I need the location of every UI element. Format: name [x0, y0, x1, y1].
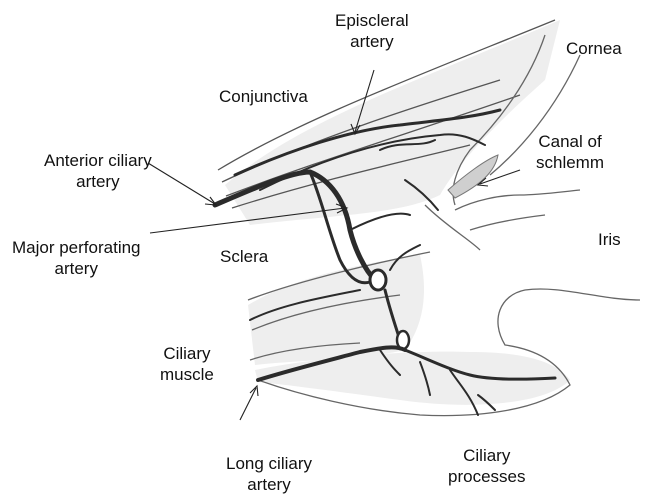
label-canal-of-schlemm-line1: Canal of [536, 131, 604, 152]
label-ciliary-muscle-line1: Ciliary [160, 343, 214, 364]
label-episcleral-artery: Episcleral artery [335, 10, 409, 52]
label-conjunctiva: Conjunctiva [219, 86, 308, 107]
label-anterior-ciliary-artery-line2: artery [44, 171, 152, 192]
label-sclera-text: Sclera [220, 246, 268, 267]
label-long-ciliary-artery-line1: Long ciliary [226, 453, 312, 474]
label-long-ciliary-artery: Long ciliary artery [226, 453, 312, 495]
label-anterior-ciliary-artery-line1: Anterior ciliary [44, 150, 152, 171]
label-long-ciliary-artery-line2: artery [226, 474, 312, 495]
label-major-perforating-artery: Major perforating artery [12, 237, 141, 279]
label-conjunctiva-text: Conjunctiva [219, 86, 308, 107]
label-sclera: Sclera [220, 246, 268, 267]
label-canal-of-schlemm-line2: schlemm [536, 152, 604, 173]
label-cornea: Cornea [566, 38, 622, 59]
label-ciliary-processes-line2: processes [448, 466, 525, 487]
label-iris: Iris [598, 229, 621, 250]
label-ciliary-muscle: Ciliary muscle [160, 343, 214, 385]
label-major-perforating-artery-line2: artery [12, 258, 141, 279]
label-iris-text: Iris [598, 229, 621, 250]
iris-outline [425, 190, 580, 250]
label-episcleral-artery-line2: artery [335, 31, 409, 52]
label-canal-of-schlemm: Canal of schlemm [536, 131, 604, 173]
label-ciliary-processes-line1: Ciliary [448, 445, 525, 466]
label-ciliary-muscle-line2: muscle [160, 364, 214, 385]
label-episcleral-artery-line1: Episcleral [335, 10, 409, 31]
label-cornea-text: Cornea [566, 38, 622, 59]
label-anterior-ciliary-artery: Anterior ciliary artery [44, 150, 152, 192]
label-ciliary-processes: Ciliary processes [448, 445, 525, 487]
label-major-perforating-artery-line1: Major perforating [12, 237, 141, 258]
